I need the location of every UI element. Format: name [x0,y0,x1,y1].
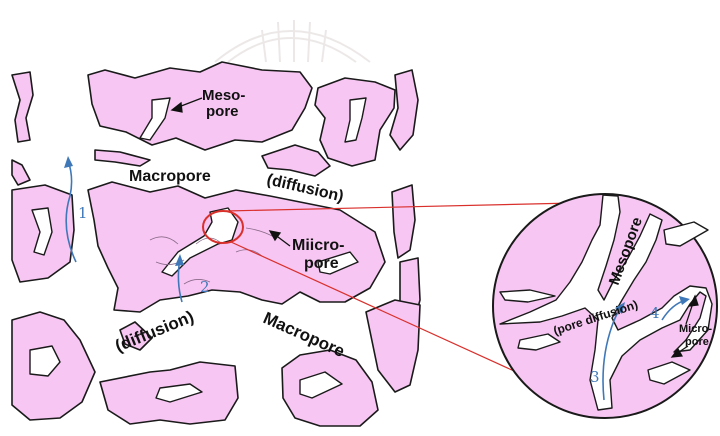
path-number-4: 4 [650,304,660,322]
path-number-3: 3 [590,368,600,386]
particle [88,62,312,150]
label-micropore-line1: Miicro- [292,237,344,254]
label-micropore-line2: pore [304,255,339,272]
path-number-2: 2 [200,278,210,296]
arrowhead [64,156,73,168]
watermark [215,20,370,62]
particle [392,185,415,258]
path-number-1: 1 [78,204,88,222]
particle [366,300,420,392]
label-mesopore-line1: Meso- [202,87,245,104]
label-macropore-bottom: Macropore [260,308,347,361]
particle [390,70,418,150]
particle [95,150,150,166]
zoom-label-micropore-line1: Micro- [679,323,712,335]
label-mesopore-line2: pore [206,103,239,120]
particle [12,72,33,142]
zoom-circle [493,194,717,418]
label-macropore-top: Macropore [129,168,211,185]
zoom-label-micropore-line2: pore [685,336,709,348]
particle [12,160,30,185]
